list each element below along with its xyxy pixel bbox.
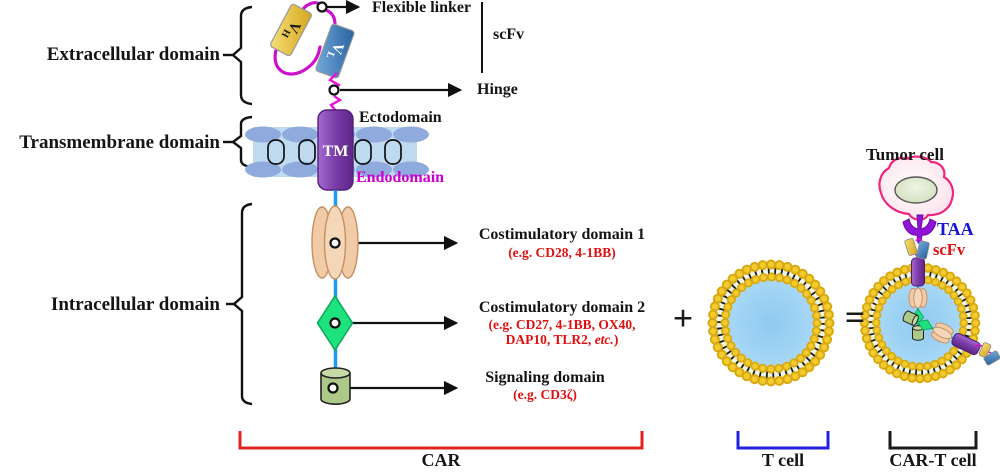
endodomain-label: Endodomain <box>356 169 445 186</box>
plus-sign: + <box>672 298 694 338</box>
t-cell <box>713 265 830 382</box>
tm-label: TM <box>323 143 349 160</box>
intracellular-brace <box>226 202 253 406</box>
svg-text:VL: VL <box>323 40 346 63</box>
signaling-title: Signaling domain <box>485 369 605 386</box>
transmembrane-domain-label: Transmembrane domain <box>19 132 220 153</box>
costim1-examples: (e.g. CD28, 4-1BB) <box>508 245 616 260</box>
t-cell-bracket <box>736 431 830 450</box>
scfv-right-label: scFv <box>933 240 966 259</box>
tumor-nucleus <box>894 176 938 204</box>
transmembrane-brace <box>223 115 253 169</box>
scfv-label: scFv <box>493 26 525 43</box>
costim2-title: Costimulatory domain 2 <box>478 299 646 316</box>
tumor-cell <box>878 155 955 221</box>
tm-domain: TM <box>317 109 354 191</box>
top-scfv <box>904 238 930 260</box>
car-t-bracket <box>888 431 978 450</box>
t-cell-legend-label: T cell <box>761 450 805 470</box>
equals-sign: = <box>844 297 866 337</box>
side-scfv <box>974 342 1000 366</box>
costim1-title: Costimulatory domain 1 <box>478 226 646 243</box>
hinge-label: Hinge <box>477 81 518 98</box>
vl-label: V <box>327 40 346 56</box>
extracellular-domain-label: Extracellular domain <box>46 44 220 65</box>
flexible-linker-label: Flexible linker <box>372 0 472 16</box>
car-t-legend-label: CAR-T cell <box>889 450 977 470</box>
car-legend-label: CAR <box>421 450 461 470</box>
vh-domain: VH <box>270 3 312 57</box>
costim2-examples-line2: DAP10, TLR2, etc.) <box>505 332 619 347</box>
vl-domain: VL <box>315 23 355 79</box>
signaling-examples: (e.g. CD3ζ) <box>513 387 577 402</box>
taa-label: TAA <box>937 219 974 239</box>
intracellular-domain-label: Intracellular domain <box>50 294 220 315</box>
junction-markers <box>316 1 341 394</box>
extracellular-brace <box>223 5 253 106</box>
costim2-examples-line1: (e.g. CD27, 4-1BB, OX40, <box>488 317 636 332</box>
car-bracket <box>238 431 644 450</box>
ectodomain-label: Ectodomain <box>359 109 442 126</box>
tumor-cell-label: Tumor cell <box>866 145 944 164</box>
lead-arrows <box>327 0 463 396</box>
